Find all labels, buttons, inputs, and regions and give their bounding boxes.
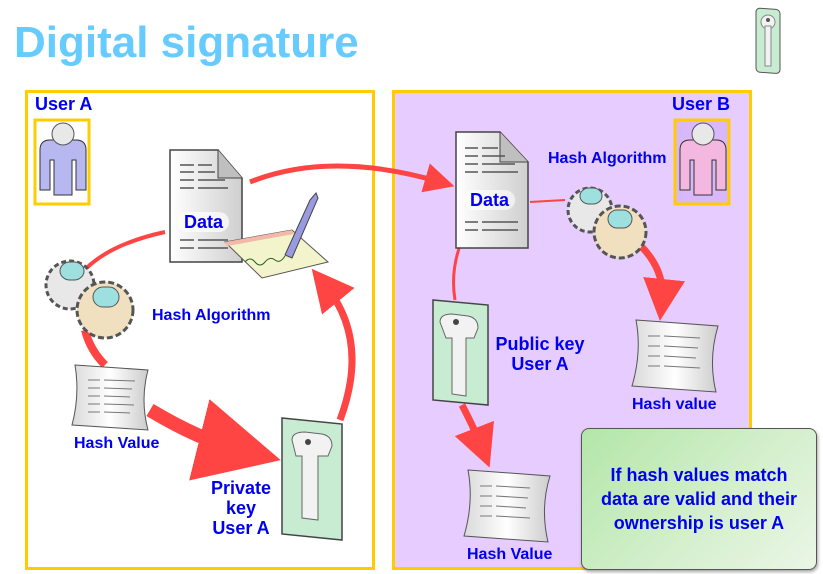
sender-data-label: Data	[178, 212, 230, 232]
public-key-label-line-1: Public key	[495, 334, 585, 354]
arrow-public-key-to-hash-value	[454, 403, 494, 468]
public-key-label-line-2: User A	[511, 354, 569, 374]
receiver-data-label: Data	[464, 190, 516, 210]
arrow-data-to-hash-algorithm-a	[78, 230, 166, 277]
conclusion-line-2: data are valid and their	[600, 489, 798, 509]
arrow-hash-algorithm-to-hash-value-a	[81, 328, 108, 368]
user-b-avatar-icon	[679, 122, 727, 196]
gears-icon-a	[44, 259, 135, 340]
sender-hash-algorithm-label: Hash Algorithm	[152, 307, 271, 324]
computed-hash-value-label: Hash value	[632, 396, 717, 413]
data-document-icon-a	[169, 149, 243, 263]
private-key-label-line-2: key	[225, 498, 257, 518]
private-key-card-icon	[281, 417, 343, 541]
receiver-heading: User B	[672, 94, 731, 114]
sender-heading: User A	[35, 94, 93, 114]
arrow-data-to-hash-algorithm-b	[529, 199, 566, 203]
conclusion-text: If hash values match data are valid and …	[599, 463, 799, 535]
public-key-label: Public key User A	[492, 334, 588, 374]
arrow-send-data	[249, 163, 455, 193]
conclusion-box: If hash values match data are valid and …	[581, 428, 817, 570]
private-key-label: Private key User A	[204, 478, 278, 538]
public-key-card-icon	[432, 299, 489, 406]
arrow-private-key-to-signature	[311, 268, 356, 422]
private-key-label-line-3: User A	[212, 518, 270, 538]
arrow-data-to-public-key	[452, 239, 464, 301]
user-a-avatar-frame	[33, 118, 91, 206]
conclusion-line-3: ownership is user A	[613, 513, 785, 533]
page-title: Digital signature	[14, 18, 359, 67]
user-a-avatar-icon	[39, 122, 87, 196]
private-key-label-line-1: Private	[210, 478, 272, 498]
decrypted-hash-value-scroll-icon	[463, 469, 551, 543]
signed-paper-pen-icon	[223, 192, 330, 279]
conclusion-line-1: If hash values match	[610, 465, 788, 485]
decrypted-hash-value-label: Hash Value	[467, 546, 553, 563]
computed-hash-value-scroll-icon	[631, 319, 719, 393]
arrow-hash-value-to-private-key	[146, 399, 281, 481]
receiver-hash-algorithm-label: Hash Algorithm	[548, 150, 667, 167]
gears-icon-b	[566, 186, 648, 260]
sender-hash-value-label: Hash Value	[74, 435, 160, 452]
hash-value-scroll-icon-a	[71, 364, 149, 431]
arrow-hash-algorithm-to-hash-value-b	[637, 242, 685, 321]
